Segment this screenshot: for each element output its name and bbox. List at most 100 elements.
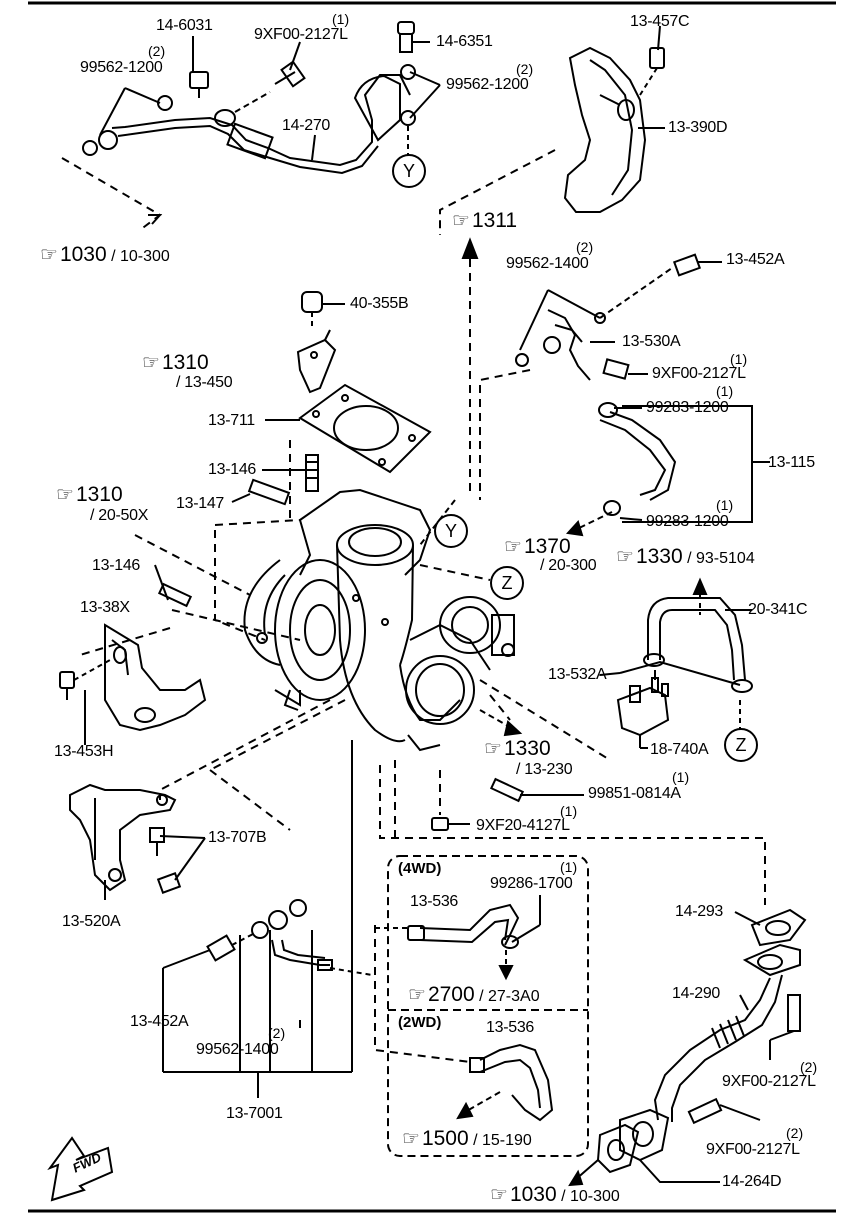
- ref-1370-sub: / 20-300: [540, 557, 597, 574]
- oil-return-pipe: [515, 309, 677, 516]
- variant-box: [387, 855, 589, 1157]
- bolt-9xf00-d: [687, 1097, 723, 1125]
- label-9xf20-4127L: 9XF20-4127L: [476, 817, 570, 834]
- callout-y-turbo: Y: [434, 514, 468, 548]
- bolt-14-6031: [189, 71, 209, 98]
- pointing-hand-icon: ☞: [408, 984, 426, 1006]
- label-99283-1200-b: 99283-1200: [646, 513, 729, 530]
- bolt-13-452A-bot: [206, 934, 236, 962]
- ref-1370[interactable]: ☞1370: [504, 535, 571, 559]
- fwd-arrow-icon: [47, 1136, 114, 1202]
- flange-13-711: [298, 383, 432, 474]
- ref-2700[interactable]: ☞2700 / 27-3A0: [408, 983, 540, 1007]
- bolt-13-452A-top: [672, 253, 702, 277]
- vacuum-hose-20-341C: [643, 597, 753, 693]
- qty-99851: (1): [672, 769, 690, 785]
- qty-99562-1400-b: (2): [268, 1025, 286, 1041]
- box-label-2wd: (2WD): [398, 1014, 442, 1031]
- label-13-530A: 13-530A: [622, 333, 681, 350]
- label-99286-1700: 99286-1700: [490, 875, 573, 892]
- qty-99283-b: (1): [716, 497, 734, 513]
- label-14-6031: 14-6031: [156, 17, 213, 34]
- label-13-453H: 13-453H: [54, 743, 114, 760]
- ref-1330-b-sub: / 13-230: [516, 761, 573, 778]
- bolt-13-707B-a: [149, 827, 165, 856]
- label-13-520A: 13-520A: [62, 913, 121, 930]
- qty-99286: (1): [560, 859, 578, 875]
- qty-99283-a: (1): [716, 383, 734, 399]
- qty-99562-1200-b: (2): [516, 61, 534, 77]
- label-13-390D: 13-390D: [668, 119, 728, 136]
- label-13-536-b: 13-536: [486, 1019, 535, 1036]
- bracket-13-450: [296, 338, 337, 394]
- label-14-290: 14-290: [672, 985, 721, 1002]
- label-13-147: 13-147: [176, 495, 225, 512]
- vacuum-solenoid-18-740A: [616, 677, 670, 737]
- label-9xf00-c: 9XF00-2127L: [722, 1073, 816, 1090]
- stud-13-147: [247, 478, 291, 506]
- label-13-452A-top: 13-452A: [726, 251, 785, 268]
- nut-40-355B: [301, 291, 323, 330]
- pointing-hand-icon: ☞: [484, 738, 502, 760]
- label-99562-1200-a: 99562-1200: [80, 59, 163, 76]
- callout-z-right: Z: [724, 728, 758, 762]
- pointing-hand-icon: ☞: [490, 1184, 508, 1206]
- label-20-341C: 20-341C: [748, 601, 808, 618]
- label-13-532A: 13-532A: [548, 666, 607, 683]
- label-13-536-a: 13-536: [410, 893, 459, 910]
- ref-1310-b[interactable]: ☞1310: [56, 483, 123, 507]
- bolt-9xf00-top: [274, 60, 306, 88]
- flange-14-264D: [619, 1108, 670, 1162]
- qty-9xf00-d: (2): [786, 1125, 804, 1141]
- pointing-hand-icon: ☞: [40, 244, 58, 266]
- label-13-711: 13-711: [208, 412, 255, 429]
- label-18-740A: 18-740A: [650, 741, 709, 758]
- label-13-146-b: 13-146: [92, 557, 141, 574]
- stud-13-146-top: [305, 454, 319, 492]
- label-14-264D: 14-264D: [722, 1173, 782, 1190]
- callout-y-top: Y: [392, 154, 426, 188]
- label-9xf00-a: 9XF00-2127L: [254, 26, 348, 43]
- pointing-hand-icon: ☞: [56, 484, 74, 506]
- qty-99562-1200-a: (2): [148, 43, 166, 59]
- ref-1030-bot[interactable]: ☞1030 / 10-300: [490, 1183, 620, 1207]
- ref-1330-b[interactable]: ☞1330: [484, 737, 551, 761]
- heat-shield-13-390D: [563, 46, 647, 213]
- qty-9xf00-c: (2): [800, 1059, 818, 1075]
- gasket-14-293: [750, 908, 807, 947]
- callout-z-turbo: Z: [490, 566, 524, 600]
- ref-1311[interactable]: ☞1311: [452, 209, 518, 233]
- label-13-457C: 13-457C: [630, 13, 690, 30]
- hose-13-536-2wd: [469, 1043, 554, 1122]
- pointing-hand-icon: ☞: [142, 352, 160, 374]
- label-13-38X: 13-38X: [80, 599, 130, 616]
- ref-1310-a-sub: / 13-450: [176, 374, 233, 391]
- ref-1030-top[interactable]: ☞1030 / 10-300: [40, 243, 170, 267]
- qty-9xf00-a: (1): [332, 11, 350, 27]
- turbocharger-assembly: [243, 488, 491, 752]
- bolt-13-707B-b: [156, 872, 182, 894]
- bolt-14-6351: [397, 21, 415, 53]
- label-9xf00-b: 9XF00-2127L: [652, 365, 746, 382]
- ref-1310-a[interactable]: ☞1310: [142, 351, 209, 375]
- label-13-115: 13-115: [768, 454, 815, 471]
- hose-13-536-4wd: [407, 903, 520, 949]
- box-label-4wd: (4WD): [398, 860, 442, 877]
- label-99283-1200-a: 99283-1200: [646, 399, 729, 416]
- label-14-293: 14-293: [675, 903, 724, 920]
- pointing-hand-icon: ☞: [452, 210, 470, 232]
- label-99562-1400-b: 99562-1400: [196, 1041, 279, 1058]
- label-13-452A-bot: 13-452A: [130, 1013, 189, 1030]
- exhaust-pipe-14-290: [653, 943, 801, 1122]
- label-40-355B: 40-355B: [350, 295, 409, 312]
- heat-shield-13-38X: [104, 623, 207, 732]
- label-13-146-a: 13-146: [208, 461, 257, 478]
- oil-drain-pipe: [251, 899, 333, 971]
- bolt-13-453H: [59, 671, 75, 700]
- stud-9xf00-c: [787, 994, 801, 1032]
- gasket-14-264D: [596, 1123, 640, 1174]
- ref-1330-a[interactable]: ☞1330 / 93-5104: [616, 545, 755, 569]
- label-99851-0814A: 99851-0814A: [588, 785, 681, 802]
- ref-1500[interactable]: ☞1500 / 15-190: [402, 1127, 532, 1151]
- label-9xf00-d: 9XF00-2127L: [706, 1141, 800, 1158]
